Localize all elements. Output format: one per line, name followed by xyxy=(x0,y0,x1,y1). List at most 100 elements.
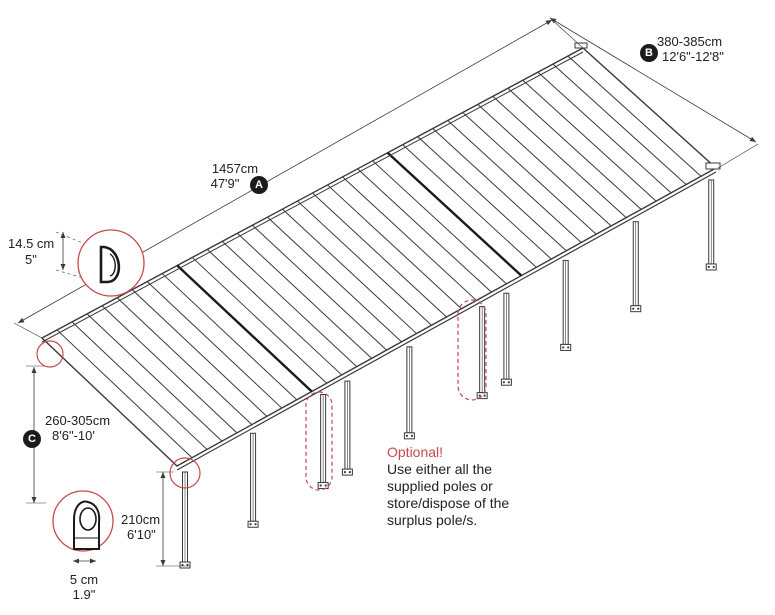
roof-rafter xyxy=(131,289,268,417)
support-post xyxy=(341,380,353,476)
roof-rafter xyxy=(282,208,417,334)
roof-rafter xyxy=(522,79,657,202)
gutter-height-metric: 14.5 cm xyxy=(8,236,55,251)
dim-a-extension xyxy=(13,322,43,339)
roof-rafter xyxy=(191,257,328,384)
arrow-head xyxy=(749,136,756,142)
post-base xyxy=(341,468,353,476)
roof-rafter xyxy=(116,297,253,425)
post-bolt xyxy=(319,484,322,487)
optional-note: Optional! Use either all the supplied po… xyxy=(387,444,509,529)
roof-rafter xyxy=(71,321,208,450)
support-post xyxy=(630,221,642,313)
optional-pole-callout xyxy=(457,299,487,401)
post-bolt xyxy=(405,434,408,437)
roof-rafter xyxy=(357,168,492,293)
post-bolt xyxy=(410,434,413,437)
optional-note-line: supplied poles or xyxy=(387,478,493,494)
gutter-profile-inner xyxy=(109,253,116,277)
arrow-head xyxy=(18,317,25,323)
roof-rafter xyxy=(267,216,402,343)
dim-b-line xyxy=(549,17,757,143)
roof-rafter xyxy=(492,95,627,219)
post-base xyxy=(705,263,717,271)
roof xyxy=(40,42,721,471)
post-bolt xyxy=(632,307,635,310)
roof-rafter xyxy=(237,232,372,359)
roof-rafter xyxy=(221,240,358,368)
post-bolt xyxy=(343,471,346,474)
support-post xyxy=(705,179,717,271)
roof-rafter xyxy=(402,144,537,268)
post-bolt xyxy=(567,346,570,349)
dim-c-imperial: 8'6"-10' xyxy=(52,428,95,443)
detail-callouts xyxy=(36,229,487,552)
roof-rafter xyxy=(462,112,597,235)
rear-gutter xyxy=(41,51,584,343)
post-bolt xyxy=(507,381,510,384)
dim-b-metric: 380-385cm xyxy=(657,34,723,49)
front-corner-callout xyxy=(169,457,201,489)
roof-rafter xyxy=(101,305,238,434)
optional-note-line: store/dispose of the xyxy=(387,495,510,511)
support-post xyxy=(476,306,488,400)
post-bolt xyxy=(181,563,184,567)
post-bolt xyxy=(478,394,481,397)
roof-rafter xyxy=(312,192,447,318)
roof-rafter xyxy=(552,63,687,185)
roof-rafter xyxy=(252,224,387,351)
roof-rafter xyxy=(432,128,567,252)
dim-c-badge: C xyxy=(23,430,41,448)
dim-a-metric: 1457cm xyxy=(211,161,259,176)
optional-note-title: Optional! xyxy=(387,444,444,460)
roof-rafter xyxy=(342,176,477,301)
dim-b-extension xyxy=(717,143,759,169)
arrow-head xyxy=(73,558,79,564)
roof-rafter xyxy=(477,104,612,227)
dim-a-extension xyxy=(549,17,584,49)
roof-rafter xyxy=(327,184,462,310)
roof-rafter xyxy=(86,313,223,442)
dim-a-badge: A xyxy=(250,176,268,194)
arrow-head xyxy=(550,18,557,24)
post-bolt xyxy=(712,265,715,269)
dim-b-badge: B xyxy=(640,44,658,62)
post-width-metric: 5 cm xyxy=(69,572,99,587)
post-bolt xyxy=(348,471,351,474)
post-base xyxy=(630,305,642,313)
roof-rafter xyxy=(417,136,552,260)
post-height-imperial: 6'10" xyxy=(127,527,156,542)
post-base xyxy=(403,432,415,440)
roof-rafter xyxy=(567,55,702,177)
post-base xyxy=(247,520,259,528)
post-bolt xyxy=(637,307,640,310)
optional-note-line: Use either all the xyxy=(387,461,493,477)
gutter-end-cap xyxy=(574,42,588,49)
front-beam xyxy=(176,171,717,471)
support-post xyxy=(500,292,512,386)
post-base xyxy=(560,343,572,351)
post-base xyxy=(476,392,488,400)
support-post xyxy=(247,432,259,528)
roof-rafter xyxy=(447,120,582,243)
post-height-metric: 210cm xyxy=(121,512,161,527)
roof-rafter xyxy=(146,281,283,409)
arrow-head xyxy=(31,367,37,373)
dim-b-imperial: 12'6"-12'8" xyxy=(662,49,724,64)
dim-a-imperial: 47'9" xyxy=(210,176,240,191)
support-post xyxy=(317,394,329,490)
arrow-head xyxy=(160,472,166,478)
post-bolt xyxy=(254,523,257,526)
roof-rafter xyxy=(161,273,298,401)
post-base xyxy=(500,378,512,386)
arrow-head xyxy=(545,20,552,26)
post-bolt xyxy=(324,484,327,487)
post-base xyxy=(179,561,191,569)
post-bolt xyxy=(562,346,565,349)
roof-rafter xyxy=(206,249,343,376)
post-bolt xyxy=(483,394,486,397)
post-bolt xyxy=(502,381,505,384)
roof-rafter xyxy=(507,87,642,210)
arrow-head xyxy=(60,264,66,270)
